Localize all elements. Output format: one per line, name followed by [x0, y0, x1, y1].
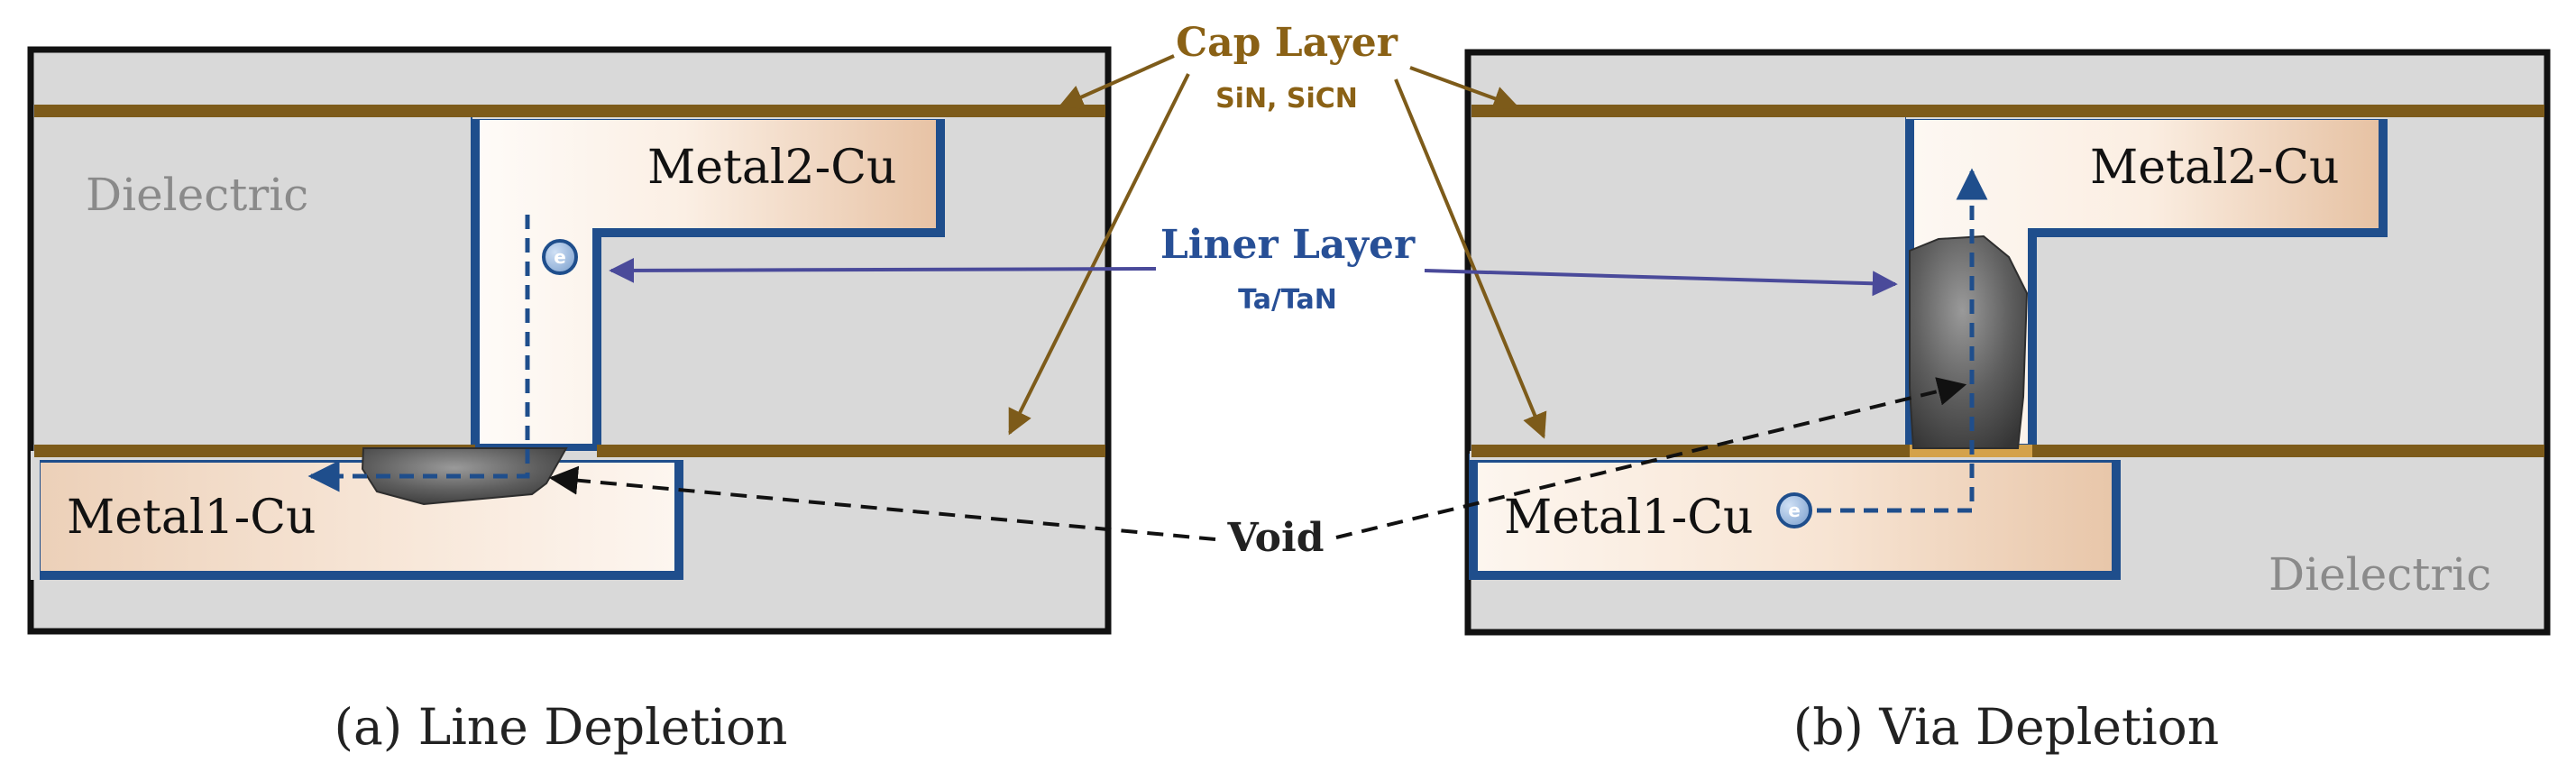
panel-b: e Metal2-Cu Metal1-Cu Dielectric (b) Via… [1464, 49, 2551, 756]
panel-a-void [361, 447, 568, 506]
cap-arrow-a-mid [1008, 73, 1190, 436]
panel-a-metal1-label: Metal1-Cu [67, 491, 316, 545]
panel-a-electron-path [307, 215, 530, 492]
panel-a-electron-icon [542, 239, 578, 275]
panel-b-electron-label: e [1788, 500, 1801, 521]
liner-layer-subtitle: Ta/TaN [1238, 284, 1337, 316]
panel-b-caption: (b) Via Depletion [1793, 698, 2219, 756]
cap-layer-title: Cap Layer [1176, 20, 1398, 66]
cap-arrow-a-top [1058, 54, 1175, 109]
void-arrow-b [1335, 377, 1967, 539]
panel-a-electron-label: e [554, 246, 566, 268]
panel-a-cap-layer-top [34, 105, 1105, 117]
panel-b-electron-path [1817, 168, 1988, 513]
cap-layer-callout: Cap Layer SiN, SiCN [1008, 20, 1547, 439]
cap-arrow-b-mid [1394, 78, 1547, 439]
panel-a-caption: (a) Line Depletion [335, 698, 788, 756]
panel-b-cap-layer-mid-right [2032, 445, 2544, 457]
void-callout: Void [548, 377, 1967, 561]
panel-b-cap-layer-top [1471, 105, 2544, 117]
void-arrow-a [548, 465, 1216, 541]
cap-layer-subtitle: SiN, SiCN [1215, 83, 1358, 115]
panel-b-electron-icon [1776, 492, 1812, 528]
panel-a-dielectric-label: Dielectric [86, 169, 308, 221]
cap-arrow-b-top [1409, 66, 1519, 111]
liner-layer-callout: Liner Layer Ta/TaN [609, 222, 1898, 316]
panel-a: e Metal2-Cu Metal1-Cu Dielectric (a) Lin… [27, 46, 1112, 756]
liner-arrow-a [609, 257, 1157, 283]
void-title: Void [1227, 515, 1325, 561]
panel-a-metal2-label: Metal2-Cu [647, 141, 896, 195]
panel-a-cap-layer-mid-right [597, 445, 1105, 457]
panel-b-metal2-label: Metal2-Cu [2090, 141, 2339, 195]
liner-arrow-b [1424, 269, 1898, 297]
panel-b-void [1909, 234, 2029, 449]
liner-layer-title: Liner Layer [1160, 222, 1416, 268]
panel-b-dielectric-label: Dielectric [2269, 548, 2491, 601]
panel-b-cap-layer-mid-left [1471, 445, 1910, 457]
panel-b-metal1-label: Metal1-Cu [1504, 491, 1753, 545]
